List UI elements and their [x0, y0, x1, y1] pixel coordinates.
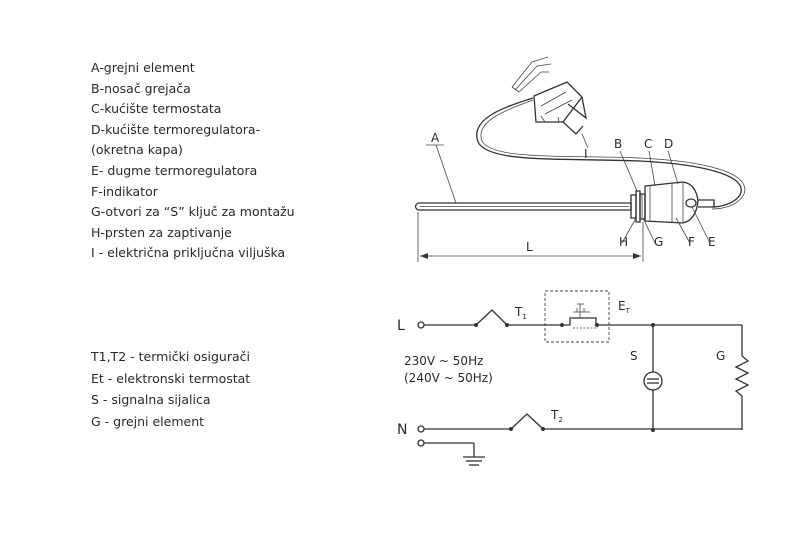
legend-item-f: F-indikator	[91, 183, 158, 199]
label-e: E	[708, 235, 716, 249]
fuse-t2-label: T2	[550, 408, 563, 424]
legend-item-h: H-prsten za zaptivanje	[91, 224, 232, 240]
legend-item-a: A-grejni element	[91, 60, 195, 75]
label-h: H	[619, 235, 628, 249]
circuit-schematic: L T1 ET	[397, 290, 750, 466]
legend-item-t1-t2: T1,T2 - termički osigurači	[91, 349, 250, 364]
leader-lines	[426, 133, 711, 244]
fuse-t2	[509, 413, 545, 431]
terminal-l	[417, 321, 425, 329]
voltage-label: 230V ~ 50Hz	[404, 354, 483, 368]
thermostat-housing	[644, 181, 715, 224]
heater-carrier	[630, 190, 646, 223]
fuse-t1	[474, 309, 509, 327]
parts-legend: A-grejni element B-nosač grejača C-kućiš…	[91, 58, 295, 264]
circuit-legend: T1,T2 - termički osigurači Et - elektron…	[91, 346, 250, 432]
heater-label: G	[716, 349, 725, 363]
label-a: A	[431, 131, 440, 145]
length-dimension	[417, 212, 644, 262]
label-b: B	[614, 137, 622, 151]
legend-item-d: D-kućište termoregulatora-	[91, 121, 261, 137]
plug	[533, 81, 587, 135]
legend-item-b: B-nosač grejača	[91, 80, 191, 96]
legend-item-d-cont: (okretna kapa)	[91, 142, 183, 158]
fuse-t1-label: T1	[514, 305, 527, 321]
label-l: L	[526, 240, 533, 254]
legend-item-et: Et - elektronski termostat	[91, 370, 251, 386]
legend-item-i: I - električna priključna viljuška	[91, 245, 286, 261]
electronic-thermostat	[544, 290, 610, 343]
signal-lamp	[643, 323, 663, 432]
heater-resistor	[734, 325, 750, 430]
legend-item-e: E- dugme termoregulatora	[91, 162, 258, 178]
legend-item-c: C-kućište termostata	[91, 101, 222, 117]
legend-item-g-circuit: G - grejni element	[91, 413, 205, 429]
terminal-label-n: N	[397, 422, 407, 438]
voltage-label-alt: (240V ~ 50Hz)	[404, 371, 493, 385]
heater-drawing: A B C D I H G F E L	[414, 56, 746, 262]
lamp-label: S	[630, 349, 638, 363]
label-i: I	[584, 147, 588, 161]
power-cable	[476, 97, 742, 208]
label-d: D	[664, 137, 673, 151]
heating-rod	[414, 202, 632, 211]
legend-item-s: S - signalna sijalica	[91, 392, 211, 407]
ground-symbol	[417, 439, 485, 466]
terminal-n	[417, 425, 425, 433]
thermostat-label: ET	[618, 299, 631, 315]
legend-item-g: G-otvori za “S” ključ za montažu	[91, 204, 295, 220]
plug-wires	[511, 56, 552, 93]
label-c: C	[644, 137, 652, 151]
terminal-label-l: L	[397, 318, 405, 334]
label-f: F	[688, 235, 695, 249]
label-g: G	[654, 235, 663, 249]
